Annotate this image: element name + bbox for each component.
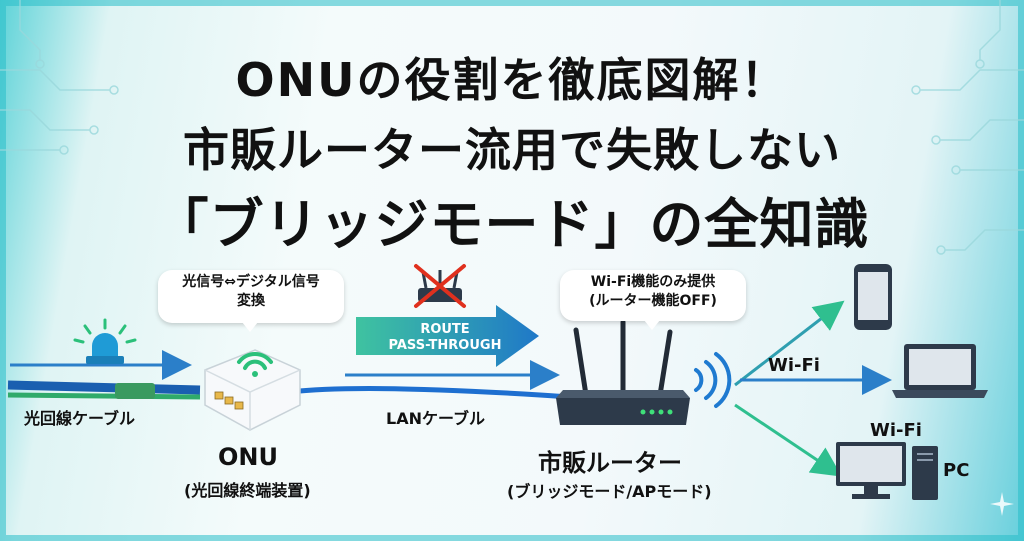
wifi-icon <box>237 352 273 370</box>
title-line-1: ONUの役割を徹底図解！ <box>235 53 789 107</box>
wifi-arrow-pc <box>734 403 842 477</box>
route-label-line-1: ROUTE <box>420 322 470 337</box>
pc-label: PC <box>943 460 970 481</box>
route-pass-through-label: ROUTE PASS-THROUGH <box>365 322 525 354</box>
onu-device-icon <box>204 349 301 431</box>
route-pass-through-arrow <box>356 305 539 367</box>
crossed-router-icon <box>414 264 466 308</box>
router-sub-label: (ブリッジモード/APモード) <box>507 482 712 501</box>
fiber-cable-label: 光回線ケーブル <box>24 409 136 428</box>
smartphone-icon <box>854 264 892 330</box>
onu-label: ONU <box>218 443 278 471</box>
laptop-icon <box>892 344 988 398</box>
router-bubble-line-1: Wi-Fi機能のみ提供 <box>590 274 716 290</box>
onu-sub-label: (光回線終端装置) <box>184 481 311 500</box>
onu-bubble-line-1: 光信号⇔デジタル信号 <box>182 274 320 290</box>
router-icon <box>556 319 690 425</box>
desktop-pc-icon <box>836 442 938 500</box>
wifi-label-bottom: Wi-Fi <box>870 420 922 441</box>
title-line-3: 「ブリッジモード」の全知識 <box>154 193 870 256</box>
router-label: 市販ルーター <box>538 449 682 477</box>
wifi-label-top: Wi-Fi <box>768 355 820 376</box>
fiber-cable <box>7 380 201 395</box>
router-bubble-line-2: (ルーター機能OFF) <box>589 293 717 309</box>
route-label-line-2: PASS-THROUGH <box>388 338 502 353</box>
router-function-bubble: Wi-Fi機能のみ提供 (ルーター機能OFF) <box>560 270 746 330</box>
onu-function-bubble: 光信号⇔デジタル信号 変換 <box>158 270 344 332</box>
lan-cable-label: LANケーブル <box>386 409 486 428</box>
signal-lamp-icon <box>73 318 137 364</box>
wireless-waves-icon <box>694 352 732 408</box>
sparkle-icon <box>990 492 1014 516</box>
onu-bubble-line-2: 変換 <box>237 293 265 309</box>
wifi-arrow-phone <box>734 300 845 387</box>
title-line-2: 市販ルーター流用で失敗しない <box>183 123 841 177</box>
